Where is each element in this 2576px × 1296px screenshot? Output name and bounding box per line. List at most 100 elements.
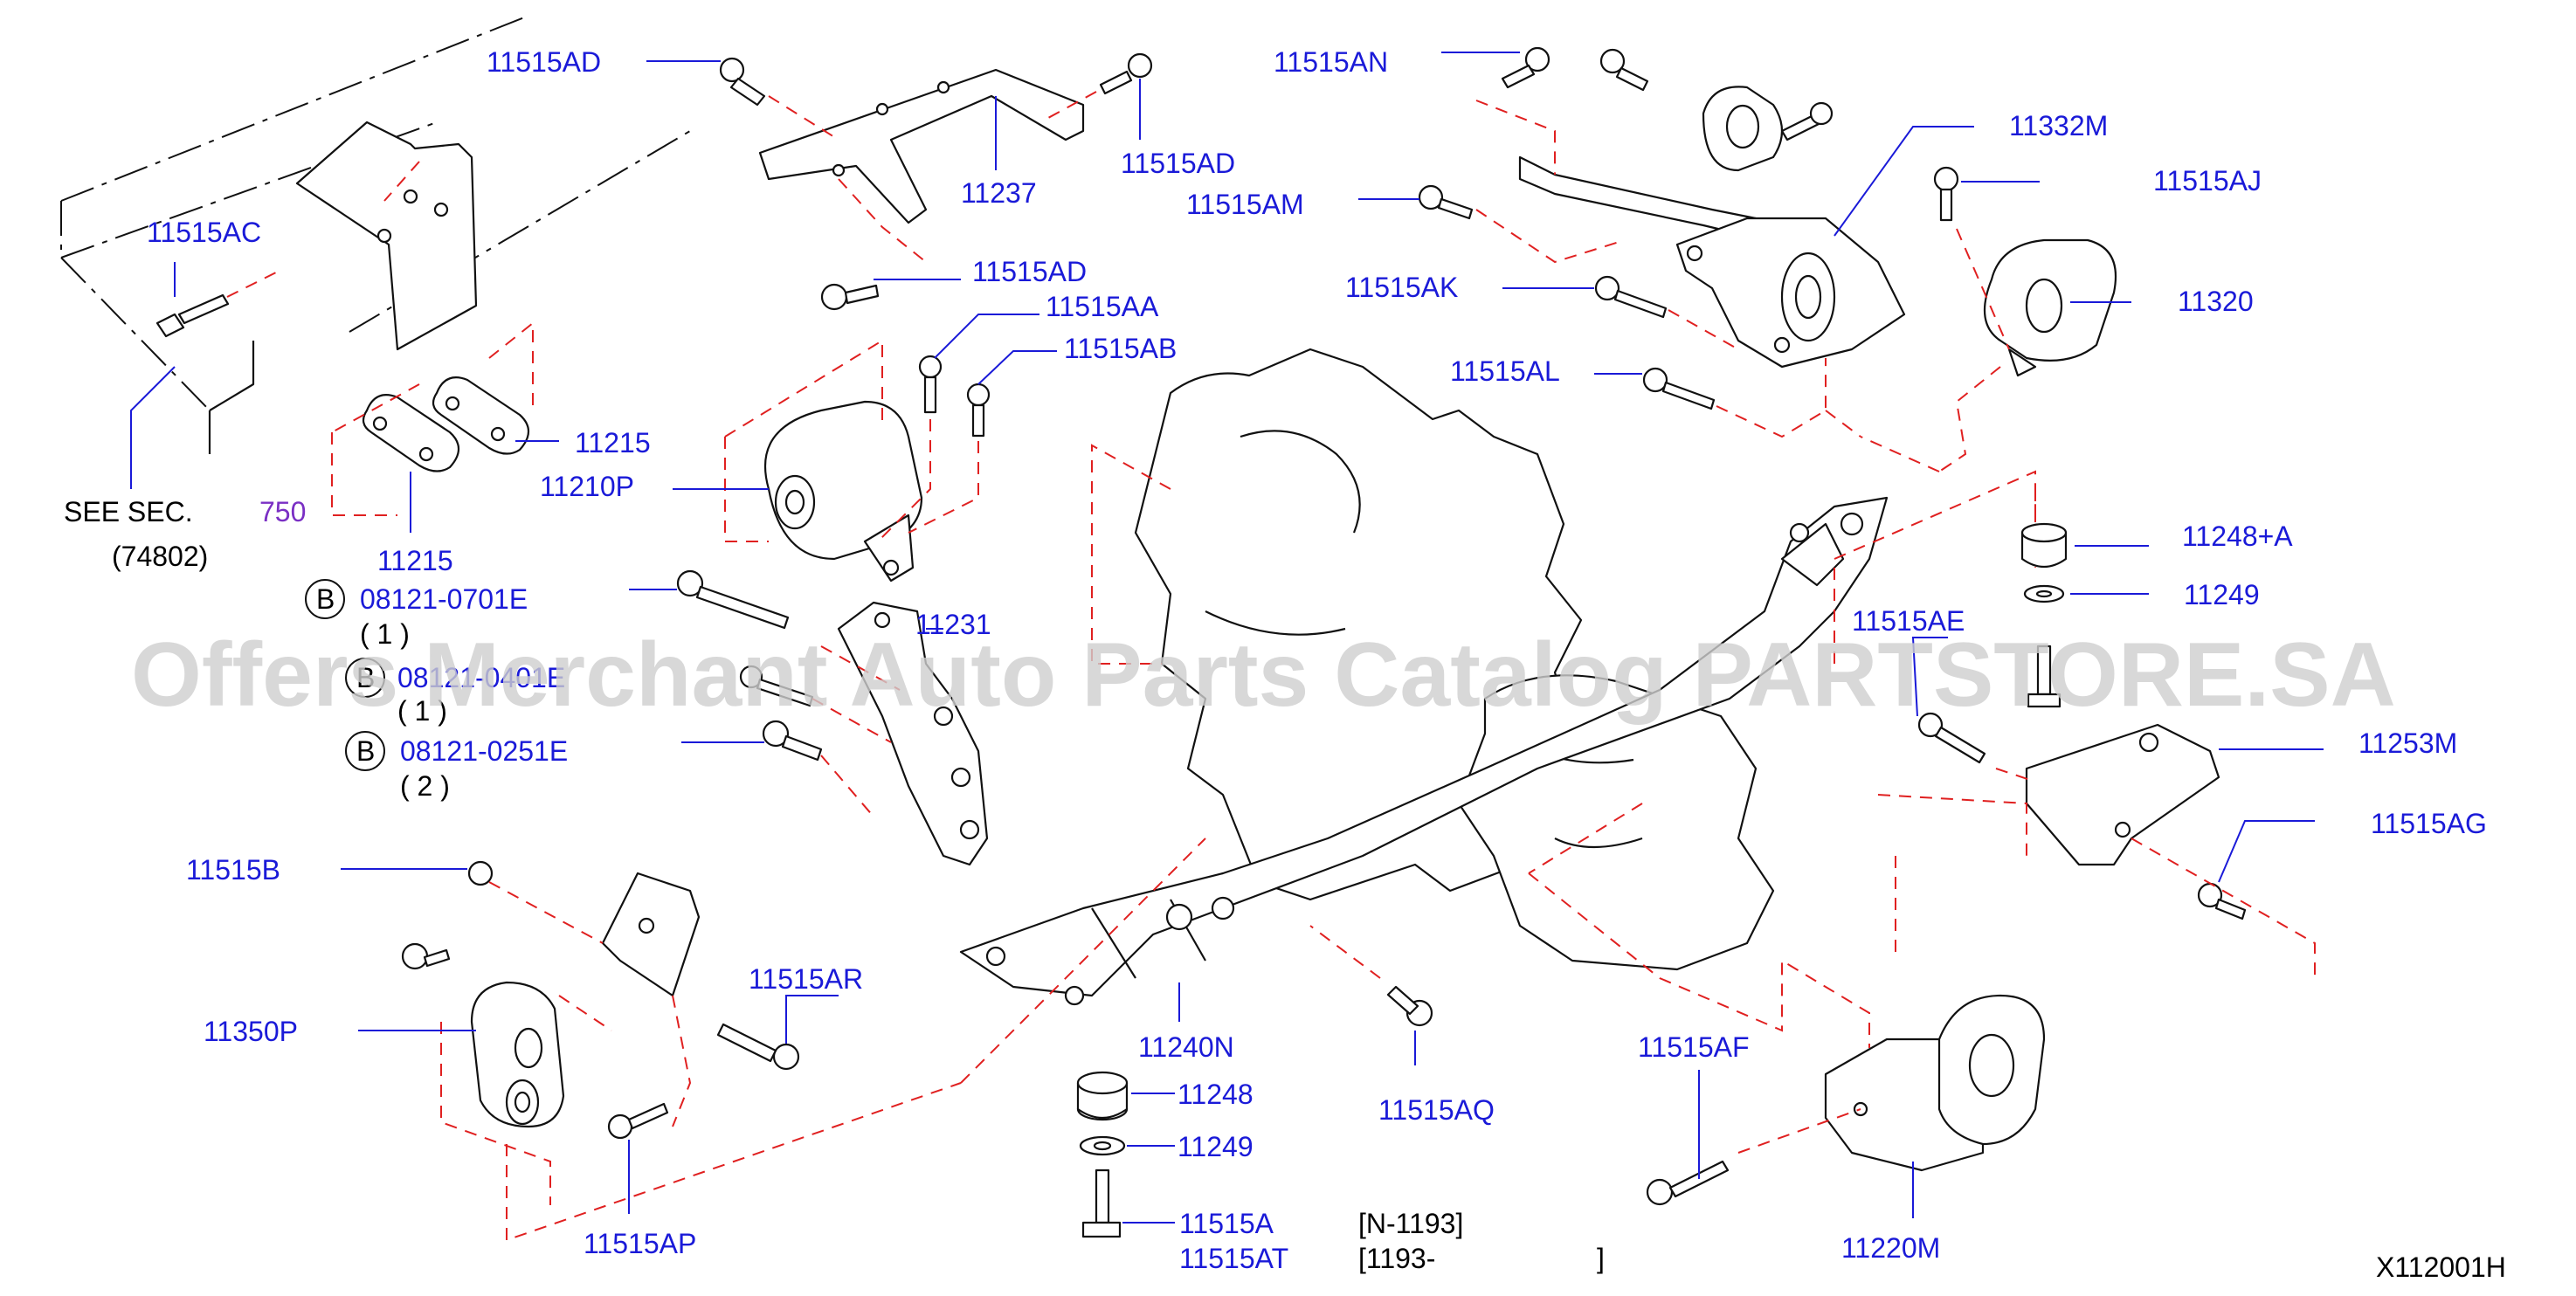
bolt-11515an-b-icon <box>1599 48 1649 92</box>
bolt-11515ad-a-icon <box>719 57 766 107</box>
note-n-1193: [N-1193] <box>1358 1208 1463 1239</box>
label-11515ak[interactable]: 11515AK <box>1345 272 1458 303</box>
label-11515af[interactable]: 11515AF <box>1638 1031 1750 1063</box>
label-11515b[interactable]: 11515B <box>186 854 280 886</box>
bolt-11515a-icon <box>1081 1168 1122 1238</box>
leader-lines <box>174 52 2324 1224</box>
bolt-11515ac-icon <box>155 293 230 338</box>
label-08121-0251e[interactable]: 08121-0251E <box>400 735 568 767</box>
mount-bracket-11332m-icon <box>1675 217 1906 369</box>
qty-08121-0251e: ( 2 ) <box>400 770 450 802</box>
bushing-cylinder-icon <box>1702 86 1834 172</box>
label-11253m[interactable]: 11253M <box>2358 727 2457 759</box>
watermark: Offers Merchant Auto Parts Catalog PARTS… <box>131 624 2396 726</box>
label-11515am[interactable]: 11515AM <box>1186 189 1304 220</box>
bolt-11515aa-icon <box>918 355 943 414</box>
spacer-11215-icon <box>362 376 530 472</box>
circle-b-2 <box>345 658 385 698</box>
bracket-11253m-icon <box>2025 723 2220 866</box>
bolt-08121-0401e-icon <box>739 665 814 707</box>
torque-rod-icon <box>1518 155 1758 238</box>
label-11515ae[interactable]: 11515AE <box>1852 605 1965 637</box>
label-11515ad-c[interactable]: 11515AD <box>972 256 1087 287</box>
diagram-code: X112001H <box>2376 1251 2506 1283</box>
label-11210p[interactable]: 11210P <box>540 471 634 502</box>
circle-b-letter-1: B <box>316 583 335 615</box>
label-11515ar[interactable]: 11515AR <box>749 963 863 995</box>
qty-08121-0401e: ( 1 ) <box>397 695 447 727</box>
bolt-11515an-icon <box>1501 46 1550 89</box>
label-11237[interactable]: 11237 <box>961 177 1037 209</box>
note-1193: [1193- <box>1358 1243 1435 1274</box>
label-11248[interactable]: 11248 <box>1178 1079 1253 1110</box>
qty-08121-0701e: ( 1 ) <box>360 618 410 650</box>
label-11515ad-a[interactable]: 11515AD <box>487 46 601 78</box>
label-11515ac[interactable]: 11515AC <box>147 217 261 248</box>
crossmember-11240n-icon <box>959 496 1889 1006</box>
label-11515at[interactable]: 11515AT <box>1179 1243 1288 1274</box>
label-11332m[interactable]: 11332M <box>2009 110 2108 141</box>
label-11249-a[interactable]: 11249 <box>2184 579 2260 610</box>
label-11220m[interactable]: 11220M <box>1841 1232 1940 1264</box>
bolt-11515al-icon <box>1642 367 1716 410</box>
part-labels: 11515AD 11237 11515AD 11515AD 11515AA 11… <box>64 46 2506 1283</box>
circle-b-1 <box>305 579 345 619</box>
bolt-11515af-icon <box>1646 1160 1730 1206</box>
bolt-08121-0251e-icon <box>762 720 823 762</box>
label-11249-b[interactable]: 11249 <box>1178 1131 1253 1162</box>
bushing-11248-icon <box>1076 1071 1129 1156</box>
label-11515ad-b[interactable]: 11515AD <box>1121 148 1235 179</box>
label-08121-0401e[interactable]: 08121-0401E <box>397 662 565 693</box>
see-sec-ref: (74802) <box>112 541 208 572</box>
bolt-11515ak-icon <box>1594 275 1668 319</box>
bracket-11237-icon <box>758 68 1085 224</box>
label-11240n[interactable]: 11240N <box>1138 1031 1234 1063</box>
label-11515aa[interactable]: 11515AA <box>1046 291 1159 322</box>
see-sec-number[interactable]: 750 <box>259 496 306 527</box>
bolt-08121-0701e-icon <box>676 569 790 630</box>
label-11515ap[interactable]: 11515AP <box>584 1228 696 1259</box>
label-11320[interactable]: 11320 <box>2178 286 2254 317</box>
bolt-11515ad-b-icon <box>1099 52 1153 95</box>
bushing-11248a-icon <box>2020 522 2068 603</box>
engine-mount-11210p-icon <box>764 400 923 583</box>
label-11215-a[interactable]: 11215 <box>575 427 651 458</box>
label-11515an[interactable]: 11515AN <box>1274 46 1388 78</box>
note-1193-end: ] <box>1597 1243 1605 1274</box>
bolt-11515ap-icon <box>607 1102 669 1140</box>
label-11350p[interactable]: 11350P <box>204 1016 298 1047</box>
frame-side-bracket <box>295 121 478 351</box>
label-08121-0701e[interactable]: 08121-0701E <box>360 583 528 615</box>
label-11515a[interactable]: 11515A <box>1179 1208 1274 1239</box>
label-11248a[interactable]: 11248+A <box>2182 520 2293 552</box>
bracket-upper-icon <box>601 872 701 997</box>
rear-mount-11350p-icon <box>470 981 565 1128</box>
circle-b-letter-3: B <box>356 735 375 767</box>
bolt-11515ab-icon <box>966 383 991 438</box>
label-11231[interactable]: 11231 <box>915 609 991 640</box>
circle-b-letter-2: B <box>356 662 375 693</box>
engine-block-icon <box>1134 348 1583 901</box>
label-11515ab[interactable]: 11515AB <box>1064 333 1177 364</box>
bracket-11231-icon <box>837 601 989 866</box>
see-sec-label: SEE SEC. <box>64 496 193 527</box>
bolt-11515aq-icon <box>1386 985 1433 1027</box>
mount-11320-icon <box>1983 238 2117 377</box>
mount-11220m-icon <box>1824 994 2046 1172</box>
label-11215-b[interactable]: 11215 <box>377 545 453 576</box>
bolt-11515b-icon <box>467 860 494 886</box>
bolt-small-icon <box>401 942 451 970</box>
bolt-11515aj-icon <box>1933 166 1959 222</box>
bolt-11515ar-icon <box>716 1023 800 1071</box>
circle-b-3 <box>345 731 385 771</box>
bolt-11515ae-icon <box>1917 712 1986 764</box>
bolt-vertical-icon <box>2027 645 2061 708</box>
bolt-11515ad-c-icon <box>820 283 880 311</box>
label-11515aq[interactable]: 11515AQ <box>1378 1094 1495 1126</box>
bolt-11515ag-icon <box>2197 882 2247 920</box>
label-11515al[interactable]: 11515AL <box>1450 355 1560 387</box>
label-11515aj[interactable]: 11515AJ <box>2153 165 2262 196</box>
bolt-11515am-icon <box>1418 184 1474 220</box>
label-11515ag[interactable]: 11515AG <box>2371 808 2487 839</box>
